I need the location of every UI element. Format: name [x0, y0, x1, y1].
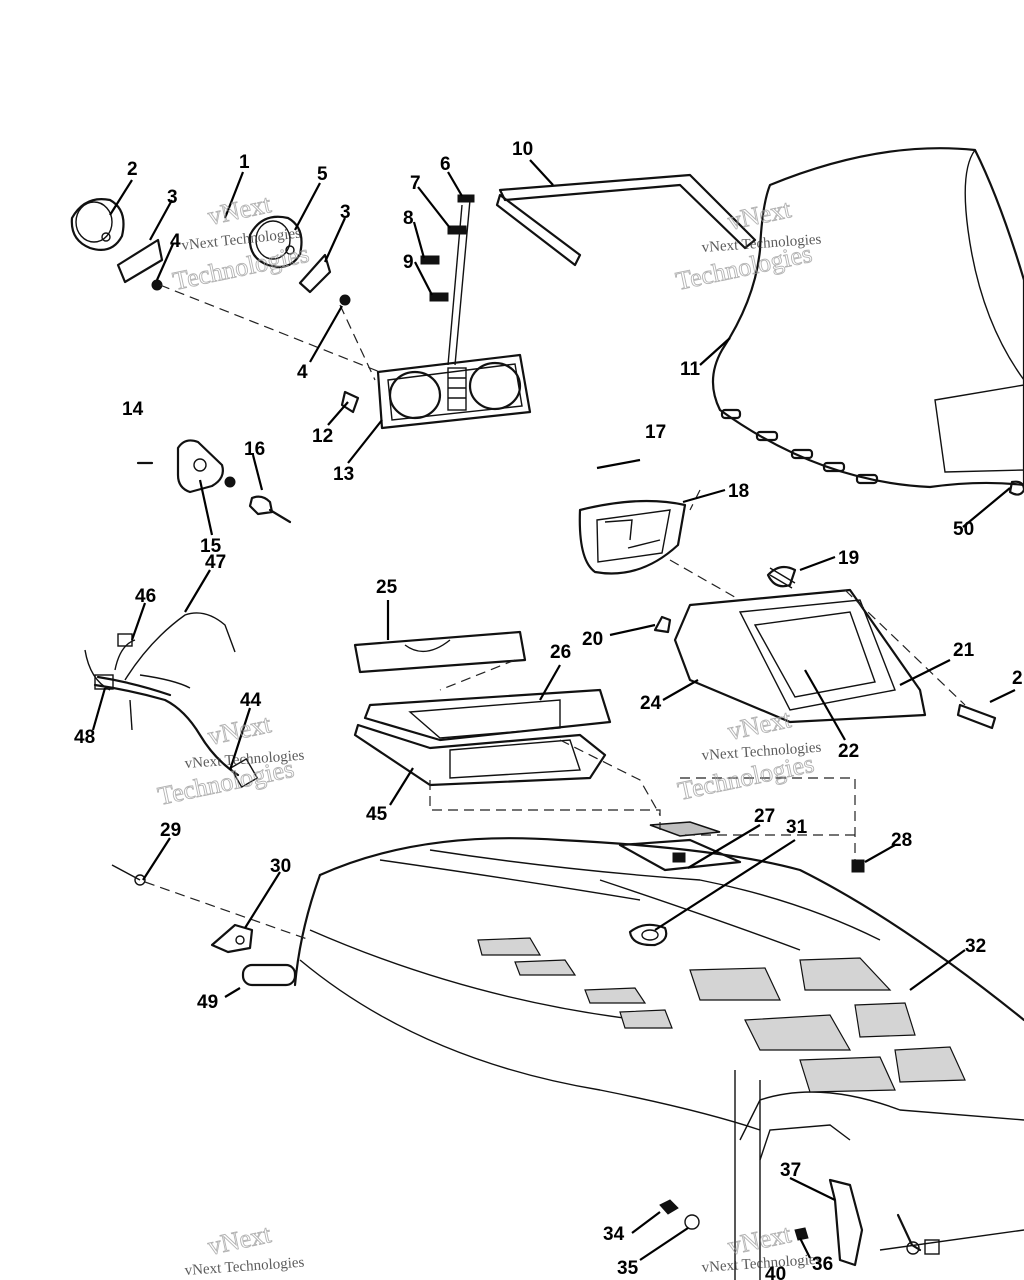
- callout-9: 9: [403, 252, 414, 273]
- callout-46: 46: [135, 586, 156, 607]
- callout-26: 26: [550, 642, 571, 663]
- alignment-lines: [144, 284, 966, 941]
- callout-2: 2: [127, 159, 138, 180]
- callout-25: 25: [376, 577, 398, 598]
- callout-8: 8: [403, 208, 414, 229]
- callout-36: 36: [812, 1254, 833, 1275]
- callout-45: 45: [366, 804, 388, 825]
- windshield: [711, 147, 1024, 489]
- callout-7: 7: [410, 173, 421, 194]
- gauges: [70, 198, 351, 306]
- svg-text:vNext Technologies: vNext Technologies: [701, 1252, 822, 1276]
- callout-3a: 3: [167, 187, 178, 208]
- callout-6: 6: [440, 154, 451, 175]
- callout-35: 35: [617, 1258, 639, 1279]
- callout-30: 30: [270, 856, 291, 877]
- callout-22: 22: [838, 741, 859, 762]
- windshield-mounting-strip: [495, 173, 757, 267]
- callout-14: 14: [122, 399, 144, 420]
- key-switch: [136, 439, 292, 524]
- hardware: [111, 390, 1024, 1267]
- callout-3b: 3: [340, 202, 351, 223]
- callout-15: 15: [200, 536, 222, 557]
- callout-11: 11: [680, 359, 701, 380]
- callout-20: 20: [582, 629, 603, 650]
- instrument-panel: [376, 353, 532, 430]
- callout-37: 37: [780, 1160, 801, 1181]
- callout-4a: 4: [170, 231, 181, 252]
- callout-34: 34: [603, 1224, 625, 1245]
- callout-18: 18: [728, 481, 749, 502]
- callout-1: 1: [239, 152, 250, 173]
- lens-and-frame: [353, 630, 612, 787]
- svg-text:vNext Technologies: vNext Technologies: [184, 1255, 305, 1279]
- leader-lines: [91, 159, 1016, 1261]
- wiring-harness: [84, 612, 259, 788]
- callout-5: 5: [317, 164, 328, 185]
- hood: [293, 821, 1024, 1280]
- callout-47: 47: [205, 552, 226, 573]
- callout-13: 13: [333, 464, 354, 485]
- callout-19: 19: [838, 548, 859, 569]
- callout-24: 24: [640, 693, 662, 714]
- switch-strips: [420, 194, 475, 366]
- svg-text:vNext: vNext: [725, 194, 794, 236]
- callout-48: 48: [74, 727, 95, 748]
- callout-10: 10: [512, 139, 533, 160]
- callout-49: 49: [197, 992, 218, 1013]
- callout-4b: 4: [297, 362, 308, 383]
- svg-text:vNext: vNext: [205, 1219, 274, 1261]
- callout-40: 40: [765, 1264, 786, 1280]
- callout-27: 27: [754, 806, 775, 827]
- callout-2-right: 2: [1012, 668, 1023, 689]
- callout-28: 28: [891, 830, 912, 851]
- callout-29: 29: [160, 820, 181, 841]
- callout-16: 16: [244, 439, 265, 460]
- callout-44: 44: [240, 690, 262, 711]
- svg-text:vNext: vNext: [725, 704, 794, 746]
- callout-50: 50: [953, 519, 974, 540]
- callout-17: 17: [645, 422, 666, 443]
- callout-31: 31: [786, 817, 808, 838]
- callout-21: 21: [953, 640, 975, 661]
- callouts: 1 2 3 3 4 4 5 6 7 8 9 10 11 12 13 14 15 …: [74, 139, 1023, 1280]
- svg-text:vNext: vNext: [205, 709, 274, 751]
- callout-12: 12: [312, 426, 333, 447]
- callout-32: 32: [965, 936, 986, 957]
